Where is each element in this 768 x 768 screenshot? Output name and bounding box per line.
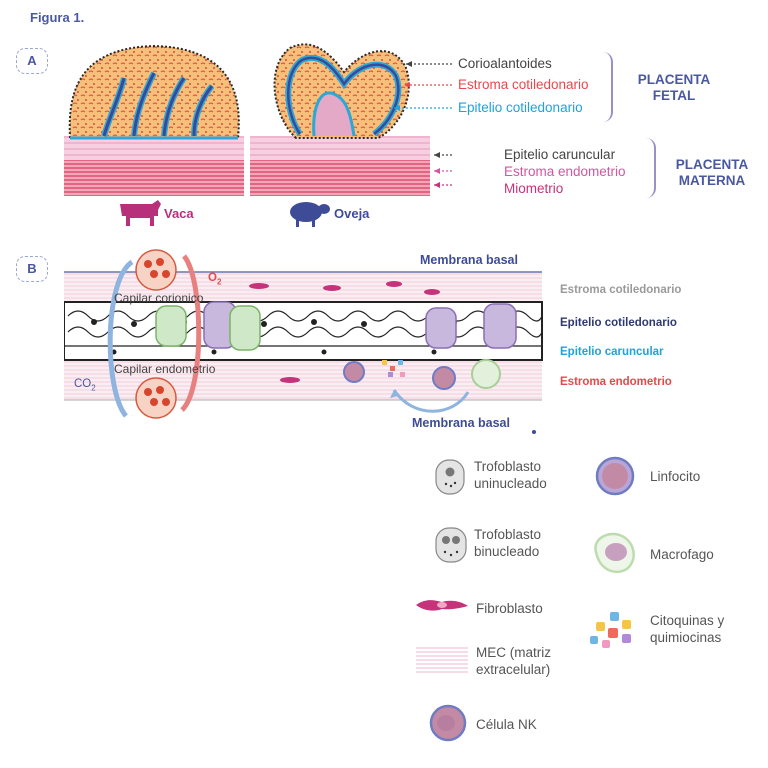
legend-citoquinas: Citoquinas y quimiocinas: [650, 612, 724, 646]
group-placenta-materna: PLACENTA MATERNA: [664, 157, 760, 189]
legend-trofo-bi-line1: Trofoblasto: [474, 527, 542, 542]
citoquinas-icon: [590, 612, 631, 648]
sheep-icon: [290, 202, 330, 227]
group-fetal-line2: FETAL: [652, 88, 696, 103]
group-fetal-line1: PLACENTA: [637, 72, 711, 87]
label-b-estroma-cotiledonario: Estroma cotiledonario: [560, 284, 682, 296]
label-capilar-endometrio: Capilar endometrio: [114, 362, 216, 376]
celula-nk-icon: [429, 704, 467, 742]
legend-mec-line1: MEC (matriz: [476, 645, 551, 660]
label-corioalantoides: Corioalantoides: [458, 56, 552, 71]
panel-b-illustration: [64, 249, 543, 434]
label-membrana-basal-bottom: Membrana basal: [412, 416, 510, 430]
legend-linfocito: Linfocito: [650, 469, 701, 484]
label-estroma-cotiledonario: Estroma cotiledonario: [458, 77, 589, 92]
label-estroma-endometrio: Estroma endometrio: [504, 164, 626, 179]
co2-main: CO: [74, 378, 92, 390]
panel-a-illustration: [64, 43, 452, 196]
group-materna-line2: MATERNA: [678, 173, 746, 188]
legend-mec-line2: extracelular): [476, 662, 551, 677]
label-co2: CO2: [74, 378, 96, 392]
legend-fibroblasto: Fibroblasto: [476, 601, 543, 616]
panel-a-tag: A: [16, 48, 48, 74]
trofoblasto-uninucleado-icon: [435, 459, 465, 495]
legend-trofoblasto-uninucleado: Trofoblasto uninucleado: [474, 458, 547, 492]
brace-materna: [646, 138, 656, 198]
group-materna-line1: PLACENTA: [675, 157, 749, 172]
legend-trofo-uni-line2: uninucleado: [474, 476, 547, 491]
linfocito-icon: [595, 456, 635, 496]
fibroblasto-icon: [416, 600, 468, 611]
legend-trofo-uni-line1: Trofoblasto: [474, 459, 542, 474]
panel-b-tag: B: [16, 256, 48, 282]
label-vaca: Vaca: [164, 206, 194, 221]
o2-main: O: [208, 272, 217, 284]
label-epitelio-caruncular: Epitelio caruncular: [504, 147, 616, 162]
brace-fetal: [603, 52, 613, 122]
label-epitelio-cotiledonario: Epitelio cotiledonario: [458, 100, 583, 115]
trofoblasto-binucleado-icon: [435, 527, 467, 563]
mec-icon: [416, 647, 468, 673]
group-placenta-fetal: PLACENTA FETAL: [626, 72, 722, 104]
label-b-epitelio-caruncular: Epitelio caruncular: [560, 346, 664, 358]
legend-citoquinas-line1: Citoquinas y: [650, 613, 725, 628]
legend-citoquinas-line2: quimiocinas: [650, 630, 722, 645]
sheep-placenta-drawing: [250, 43, 430, 196]
co2-sub: 2: [91, 383, 96, 393]
label-o2: O2: [208, 272, 221, 286]
label-oveja: Oveja: [334, 206, 370, 221]
cow-placenta-drawing: [64, 44, 244, 196]
label-miometrio: Miometrio: [504, 181, 564, 196]
figure-title: Figura 1.: [30, 10, 85, 25]
legend-trofo-bi-line2: binucleado: [474, 544, 540, 559]
label-b-epitelio-cotiledonario: Epitelio cotiledonario: [560, 317, 677, 329]
legend-trofoblasto-binucleado: Trofoblasto binucleado: [474, 526, 541, 560]
o2-sub: 2: [216, 277, 222, 287]
label-b-estroma-endometrio: Estroma endometrio: [560, 376, 672, 388]
label-membrana-basal-top: Membrana basal: [420, 253, 518, 267]
legend-mec: MEC (matriz extracelular): [476, 644, 551, 678]
label-capilar-corionico: Capilar corionico: [114, 291, 204, 305]
legend-macrofago: Macrofago: [650, 547, 714, 562]
cow-icon: [120, 200, 161, 226]
legend-celula-nk: Célula NK: [476, 717, 537, 732]
macrofago-icon: [594, 532, 635, 573]
